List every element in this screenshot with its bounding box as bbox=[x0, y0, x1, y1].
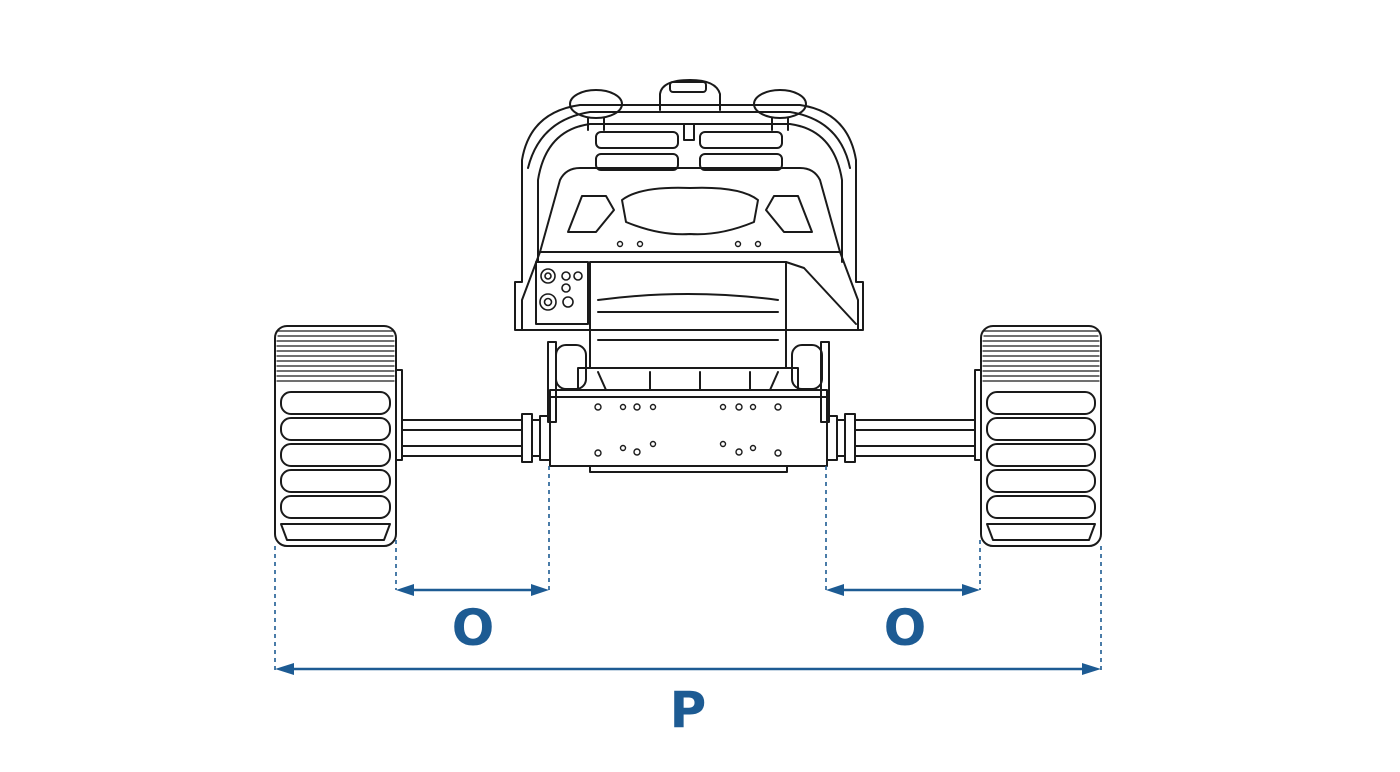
chassis-plate bbox=[549, 389, 828, 473]
right-offset-label: O bbox=[884, 599, 927, 657]
mid-frame bbox=[547, 261, 830, 423]
left-offset-label: O bbox=[452, 599, 495, 657]
dimension-arrow-right-offset bbox=[826, 584, 980, 596]
left-wheel bbox=[274, 325, 403, 547]
dimension-lines bbox=[274, 466, 1102, 672]
upper-body bbox=[514, 79, 864, 331]
overall-width-label: P bbox=[670, 681, 707, 739]
dimension-arrow-overall-width bbox=[275, 663, 1101, 675]
dimension-arrow-left-offset bbox=[396, 584, 549, 596]
left-axle bbox=[401, 413, 551, 463]
right-axle bbox=[826, 413, 976, 463]
right-wheel bbox=[974, 325, 1102, 547]
